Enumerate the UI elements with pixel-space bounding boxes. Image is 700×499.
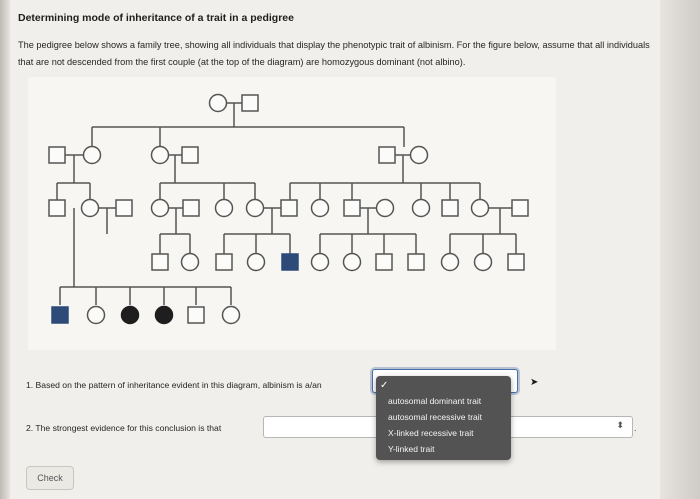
female-symbol [214, 198, 234, 218]
male-symbol [280, 199, 298, 217]
female-symbol [80, 198, 100, 218]
pedigree-diagram [48, 93, 529, 325]
affected-female-symbol [120, 305, 140, 325]
female-symbol [150, 198, 170, 218]
male-symbol [241, 94, 259, 112]
mouse-cursor-icon: ➤ [530, 377, 539, 388]
sentence-period: . [634, 423, 637, 433]
female-symbol [342, 252, 362, 272]
male-symbol [375, 253, 393, 271]
affected-male-symbol [51, 306, 69, 324]
question-1-dropdown-menu[interactable]: ✓ autosomal dominant trait autosomal rec… [376, 376, 511, 460]
male-symbol [407, 253, 425, 271]
female-symbol [310, 252, 330, 272]
female-symbol [473, 252, 493, 272]
female-symbol [245, 198, 265, 218]
question-2-text: 2. The strongest evidence for this concl… [26, 423, 222, 433]
male-symbol [511, 199, 529, 217]
question-1-text: 1. Based on the pattern of inheritance e… [26, 380, 322, 390]
female-symbol [440, 252, 460, 272]
female-symbol [150, 145, 170, 165]
female-symbol [411, 198, 431, 218]
female-symbol [208, 93, 228, 113]
affected-male-symbol [281, 253, 299, 271]
checkmark-icon: ✓ [380, 380, 389, 391]
background-edge-right [656, 0, 700, 499]
female-symbol [86, 305, 106, 325]
pedigree-figure [28, 77, 556, 350]
check-button[interactable]: Check [26, 466, 74, 490]
page-title: Determining mode of inheritance of a tra… [18, 12, 294, 24]
option-autosomal-recessive[interactable]: autosomal recessive trait [388, 412, 483, 422]
female-symbol [375, 198, 395, 218]
male-symbol [181, 146, 199, 164]
female-symbol [470, 198, 490, 218]
male-symbol [378, 146, 396, 164]
female-symbol [310, 198, 330, 218]
male-symbol [115, 199, 133, 217]
male-symbol [48, 146, 66, 164]
male-symbol [187, 306, 205, 324]
option-autosomal-dominant[interactable]: autosomal dominant trait [388, 396, 482, 406]
male-symbol [343, 199, 361, 217]
female-symbol [180, 252, 200, 272]
affected-female-symbol [154, 305, 174, 325]
male-symbol [441, 199, 459, 217]
option-y-linked[interactable]: Y-linked trait [388, 444, 435, 454]
female-symbol [221, 305, 241, 325]
male-symbol [182, 199, 200, 217]
male-symbol [151, 253, 169, 271]
female-symbol [246, 252, 266, 272]
select-stepper-icon: ⬍ [616, 420, 624, 430]
female-symbol [82, 145, 102, 165]
intro-text: The pedigree below shows a family tree, … [18, 40, 650, 67]
option-x-linked-recessive[interactable]: X-linked recessive trait [388, 428, 474, 438]
male-symbol [215, 253, 233, 271]
male-symbol [48, 199, 66, 217]
background-edge-left [0, 0, 10, 499]
female-symbol [409, 145, 429, 165]
male-symbol [507, 253, 525, 271]
